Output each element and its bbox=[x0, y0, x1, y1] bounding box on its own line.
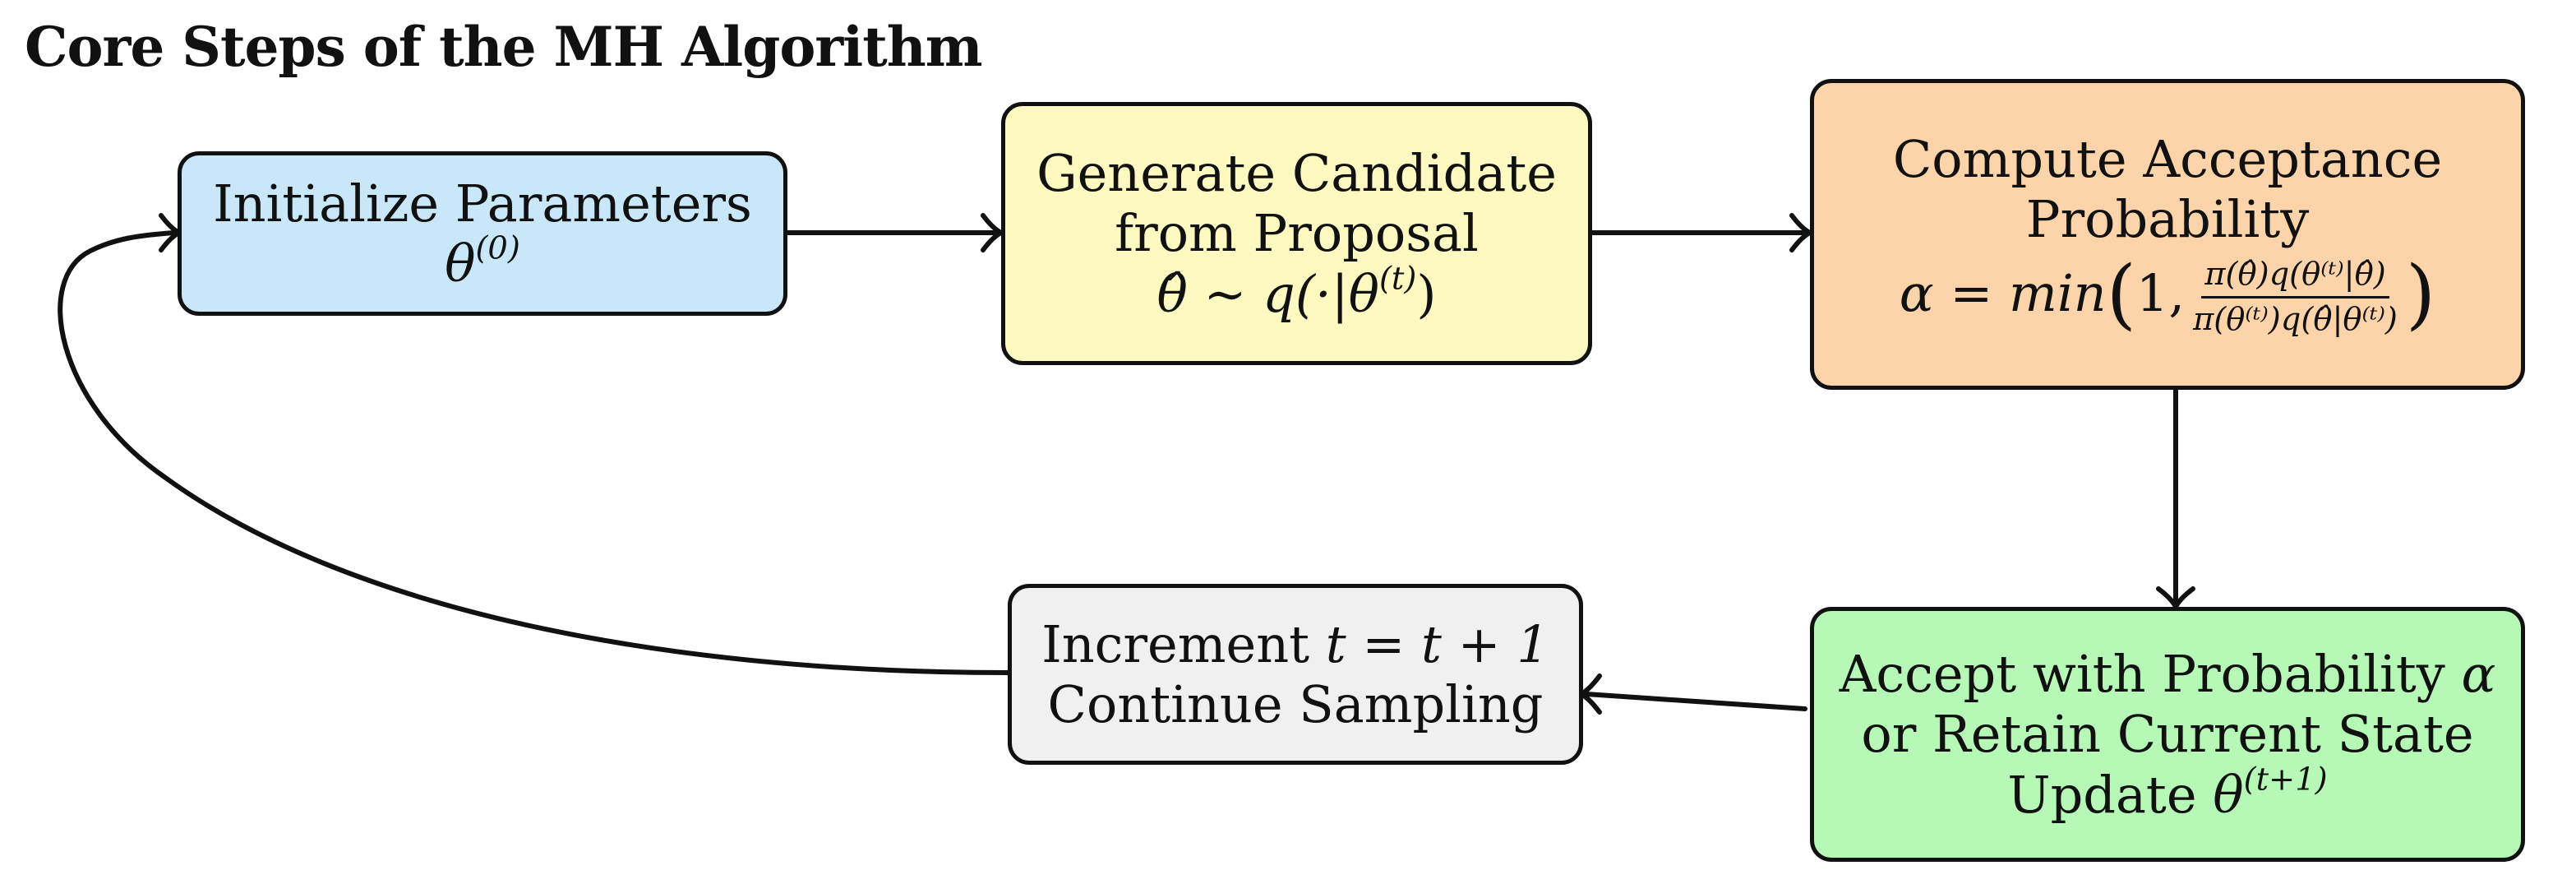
node-increment: Increment t = t + 1 Continue Sampling bbox=[1008, 584, 1583, 765]
increment-line2: Continue Sampling bbox=[1047, 674, 1544, 734]
compute-line2: Probability bbox=[2025, 188, 2310, 249]
accept-line1: Accept with Probability α bbox=[1839, 644, 2496, 705]
compute-line1: Compute Acceptance bbox=[1892, 128, 2443, 189]
node-compute-acceptance: Compute Acceptance Probability α = min(1… bbox=[1810, 79, 2525, 390]
generate-line1: Generate Candidate bbox=[1036, 143, 1557, 204]
increment-line1: Increment t = t + 1 bbox=[1041, 613, 1549, 674]
init-math: θ(0) bbox=[445, 229, 520, 294]
node-generate-candidate: Generate Candidate from Proposal θ̂ ∼ q(… bbox=[1001, 102, 1592, 365]
init-label: Initialize Parameters bbox=[213, 173, 752, 234]
accept-line2: or Retain Current State bbox=[1861, 704, 2474, 765]
accept-line3: Update θ(t+1) bbox=[2007, 760, 2328, 825]
node-initialize-parameters: Initialize Parameters θ(0) bbox=[178, 151, 787, 316]
arrow-accept-to-increment bbox=[1584, 692, 1807, 711]
generate-line2: from Proposal bbox=[1115, 203, 1479, 264]
generate-math: θ̂ ∼ q(·|θ(t)) bbox=[1156, 259, 1437, 324]
arrow-increment-to-init bbox=[58, 230, 1010, 675]
compute-formula: α = min(1,π(θ̂)q(θ⁽ᵗ⁾|θ̂)π(θ⁽ᵗ⁾)q(θ̂|θ⁽ᵗ… bbox=[1900, 249, 2435, 340]
acceptance-fraction: π(θ̂)q(θ⁽ᵗ⁾|θ̂)π(θ⁽ᵗ⁾)q(θ̂|θ⁽ᵗ⁾) bbox=[2193, 256, 2398, 339]
diagram-title: Core Steps of the MH Algorithm bbox=[25, 15, 983, 79]
node-accept-retain: Accept with Probability α or Retain Curr… bbox=[1810, 607, 2525, 862]
